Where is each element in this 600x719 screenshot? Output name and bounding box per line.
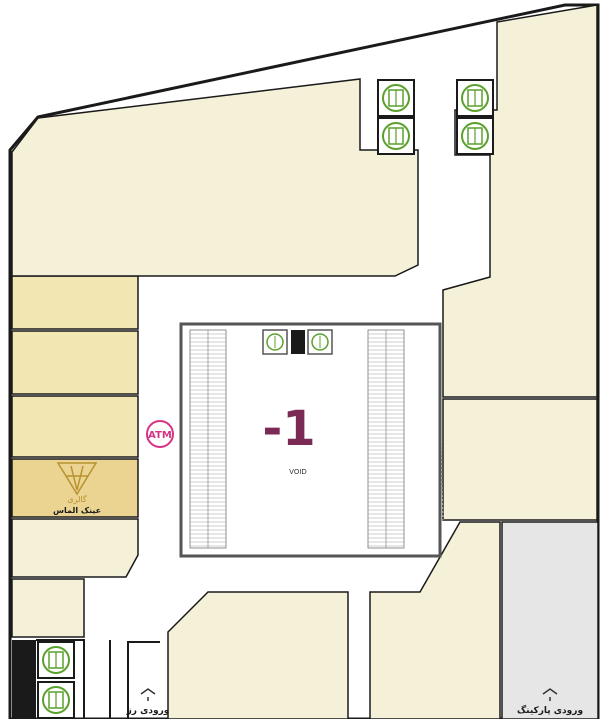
shop-top-left[interactable] xyxy=(11,78,419,277)
entrance-rz[interactable]: ورودی رز xyxy=(126,688,170,716)
shop-bottom-center-right[interactable] xyxy=(369,521,501,719)
atm-marker[interactable]: ATM xyxy=(146,420,174,448)
shop-left-2[interactable] xyxy=(11,330,139,395)
elevator-top-1-icon[interactable] xyxy=(377,79,415,117)
shop-left-1[interactable] xyxy=(11,275,139,330)
entrance-parking[interactable]: ورودی پارکینگ xyxy=(517,688,583,716)
elevator-bottom-1-icon[interactable] xyxy=(37,641,75,679)
escalator-left xyxy=(189,329,227,549)
elevator-top-4-icon[interactable] xyxy=(456,117,494,155)
floor-label: -1 xyxy=(262,401,315,457)
entrance-rz-label: ورودی رز xyxy=(126,706,170,716)
shop-left-5[interactable] xyxy=(11,518,139,578)
entrance-parking-label: ورودی پارکینگ xyxy=(517,704,583,716)
void-elevator-right[interactable] xyxy=(307,329,333,355)
shop-almas-name: عینک الماس xyxy=(53,506,101,516)
elevator-top-2-icon[interactable] xyxy=(377,117,415,155)
shop-left-6[interactable] xyxy=(11,578,85,638)
shop-left-3[interactable] xyxy=(11,395,139,458)
escalator-right xyxy=(367,329,405,549)
shop-right-mid[interactable] xyxy=(442,398,598,521)
shop-bottom-center-left[interactable] xyxy=(167,591,349,719)
shop-logo-text: گالری xyxy=(67,494,87,504)
elevator-top-3-icon[interactable] xyxy=(456,79,494,117)
elevator-bottom-2-icon[interactable] xyxy=(37,681,75,719)
void-label: VOID xyxy=(289,468,307,476)
void-elevator-shaft xyxy=(291,330,305,354)
atm-label: ATM xyxy=(148,430,172,441)
almas-logo-icon: گالری xyxy=(56,462,98,504)
stair-block-dark xyxy=(12,640,36,719)
void-elevator-left[interactable] xyxy=(262,329,288,355)
parking-area xyxy=(501,521,599,719)
shop-almas[interactable] xyxy=(11,458,139,518)
